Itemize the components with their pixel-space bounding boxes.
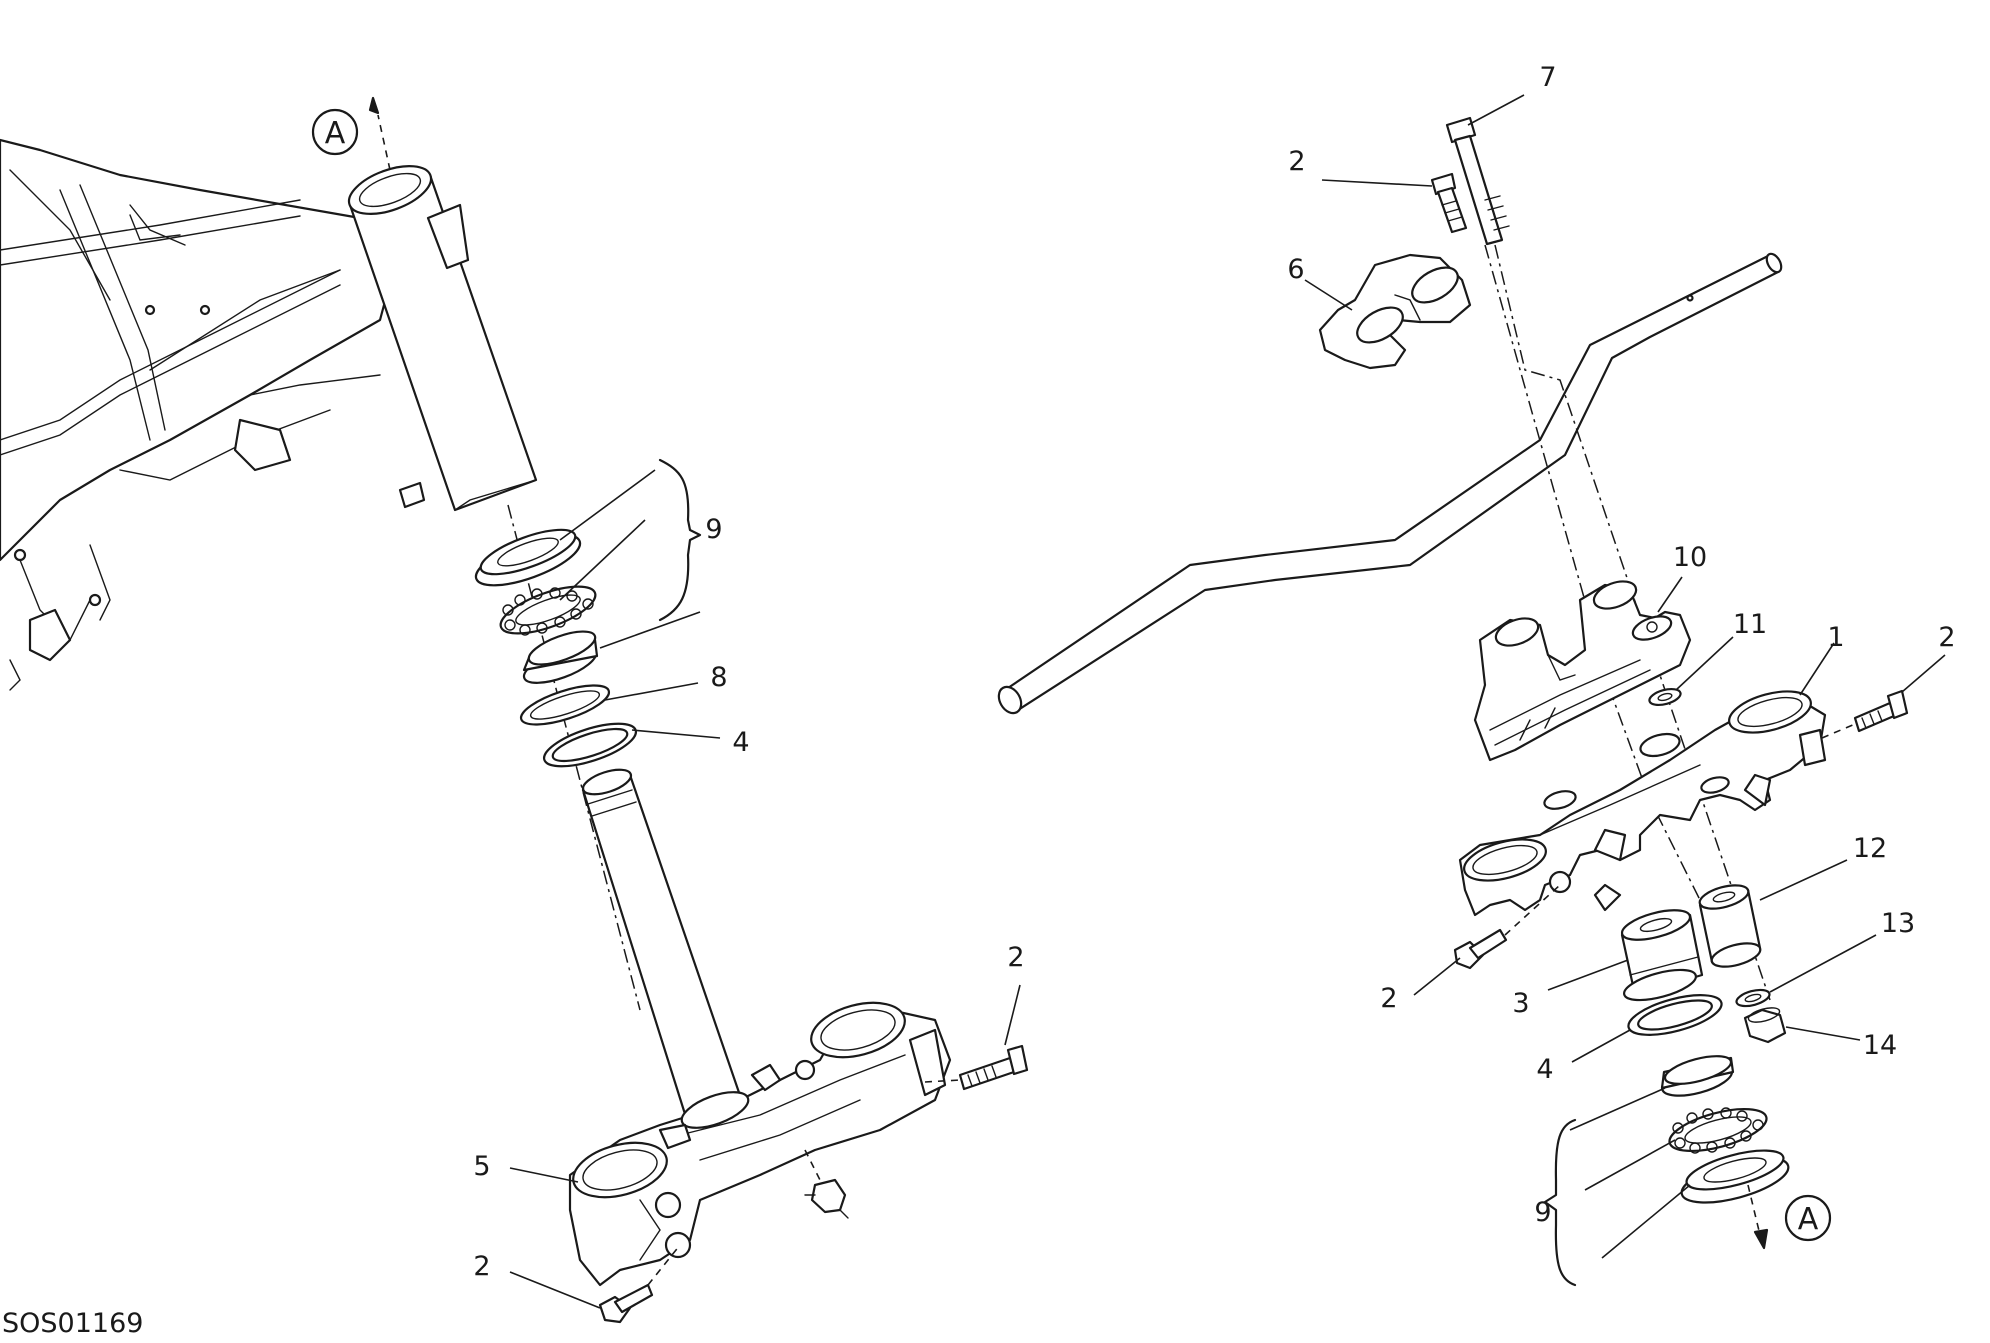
callout-8: 8 [710, 662, 727, 693]
bushing-3 [1620, 909, 1704, 1002]
callout-6: 6 [1287, 254, 1304, 285]
callout-12: 12 [1853, 833, 1887, 864]
callout-1: 1 [1827, 622, 1844, 653]
reference-a-top: A [311, 96, 391, 171]
group-brace-upper [658, 458, 702, 622]
bolt-7-long [1445, 116, 1510, 246]
bolt-2-clamp-lower [598, 1244, 681, 1324]
washer-13 [1735, 988, 1771, 1008]
callout-2-stem-bolt: 2 [1007, 942, 1024, 973]
handlebar [997, 252, 1783, 715]
seal-ring-8 [519, 684, 611, 726]
callout-9-lower: 9 [1534, 1197, 1551, 1228]
bushing-12 [1698, 884, 1762, 968]
leader-lines [509, 94, 1946, 1309]
upper-clamp-10 [1473, 580, 1692, 762]
reference-marker-a-bottom: A [1798, 1202, 1819, 1237]
upper-bearing-set [474, 528, 599, 684]
callouts: 9 8 4 2 5 2 7 2 6 10 11 1 2 12 13 14 2 3… [473, 62, 1955, 1282]
reference-a-bottom: A [1747, 1184, 1832, 1250]
top-triple-clamp-1 [1458, 690, 1827, 917]
callout-5: 5 [473, 1151, 490, 1182]
lower-bearing-set [1660, 1055, 1790, 1204]
dust-seal-4-right [1627, 994, 1723, 1036]
callout-2-top: 2 [1288, 146, 1305, 177]
callout-4-left: 4 [732, 727, 749, 758]
callout-2-yoke-right: 2 [1938, 622, 1955, 653]
washer-11 [1648, 687, 1682, 707]
handlebar-riser-6 [1318, 253, 1472, 370]
bolt-2-top [1430, 172, 1468, 234]
callout-14: 14 [1863, 1030, 1897, 1061]
callout-4-right: 4 [1536, 1054, 1553, 1085]
group-brace-lower [1543, 1118, 1577, 1287]
callout-10: 10 [1673, 542, 1707, 573]
bolt-2-stem-side [924, 1044, 1029, 1091]
bolt-2-yoke-right [1821, 689, 1909, 739]
reference-marker-a-top: A [325, 116, 346, 151]
head-tube [347, 165, 538, 512]
callout-13: 13 [1881, 908, 1915, 939]
callout-7: 7 [1539, 62, 1556, 93]
frame [0, 138, 402, 691]
callout-3: 3 [1512, 988, 1529, 1019]
right-axis-line-lower [1484, 244, 1701, 901]
dust-seal-4-left [542, 722, 638, 768]
callout-11: 11 [1733, 609, 1767, 640]
callout-9-upper: 9 [705, 514, 722, 545]
left-axis-line [507, 504, 641, 1011]
nut-14 [1743, 1007, 1787, 1044]
cable-clip [804, 1149, 849, 1219]
steering-stem [581, 768, 747, 1132]
drawing-code: SOS01169 [2, 1308, 143, 1338]
callout-2-yoke-left: 2 [1380, 983, 1397, 1014]
callout-2-clamp-bolt: 2 [473, 1251, 490, 1282]
lower-triple-clamp [568, 1001, 952, 1287]
